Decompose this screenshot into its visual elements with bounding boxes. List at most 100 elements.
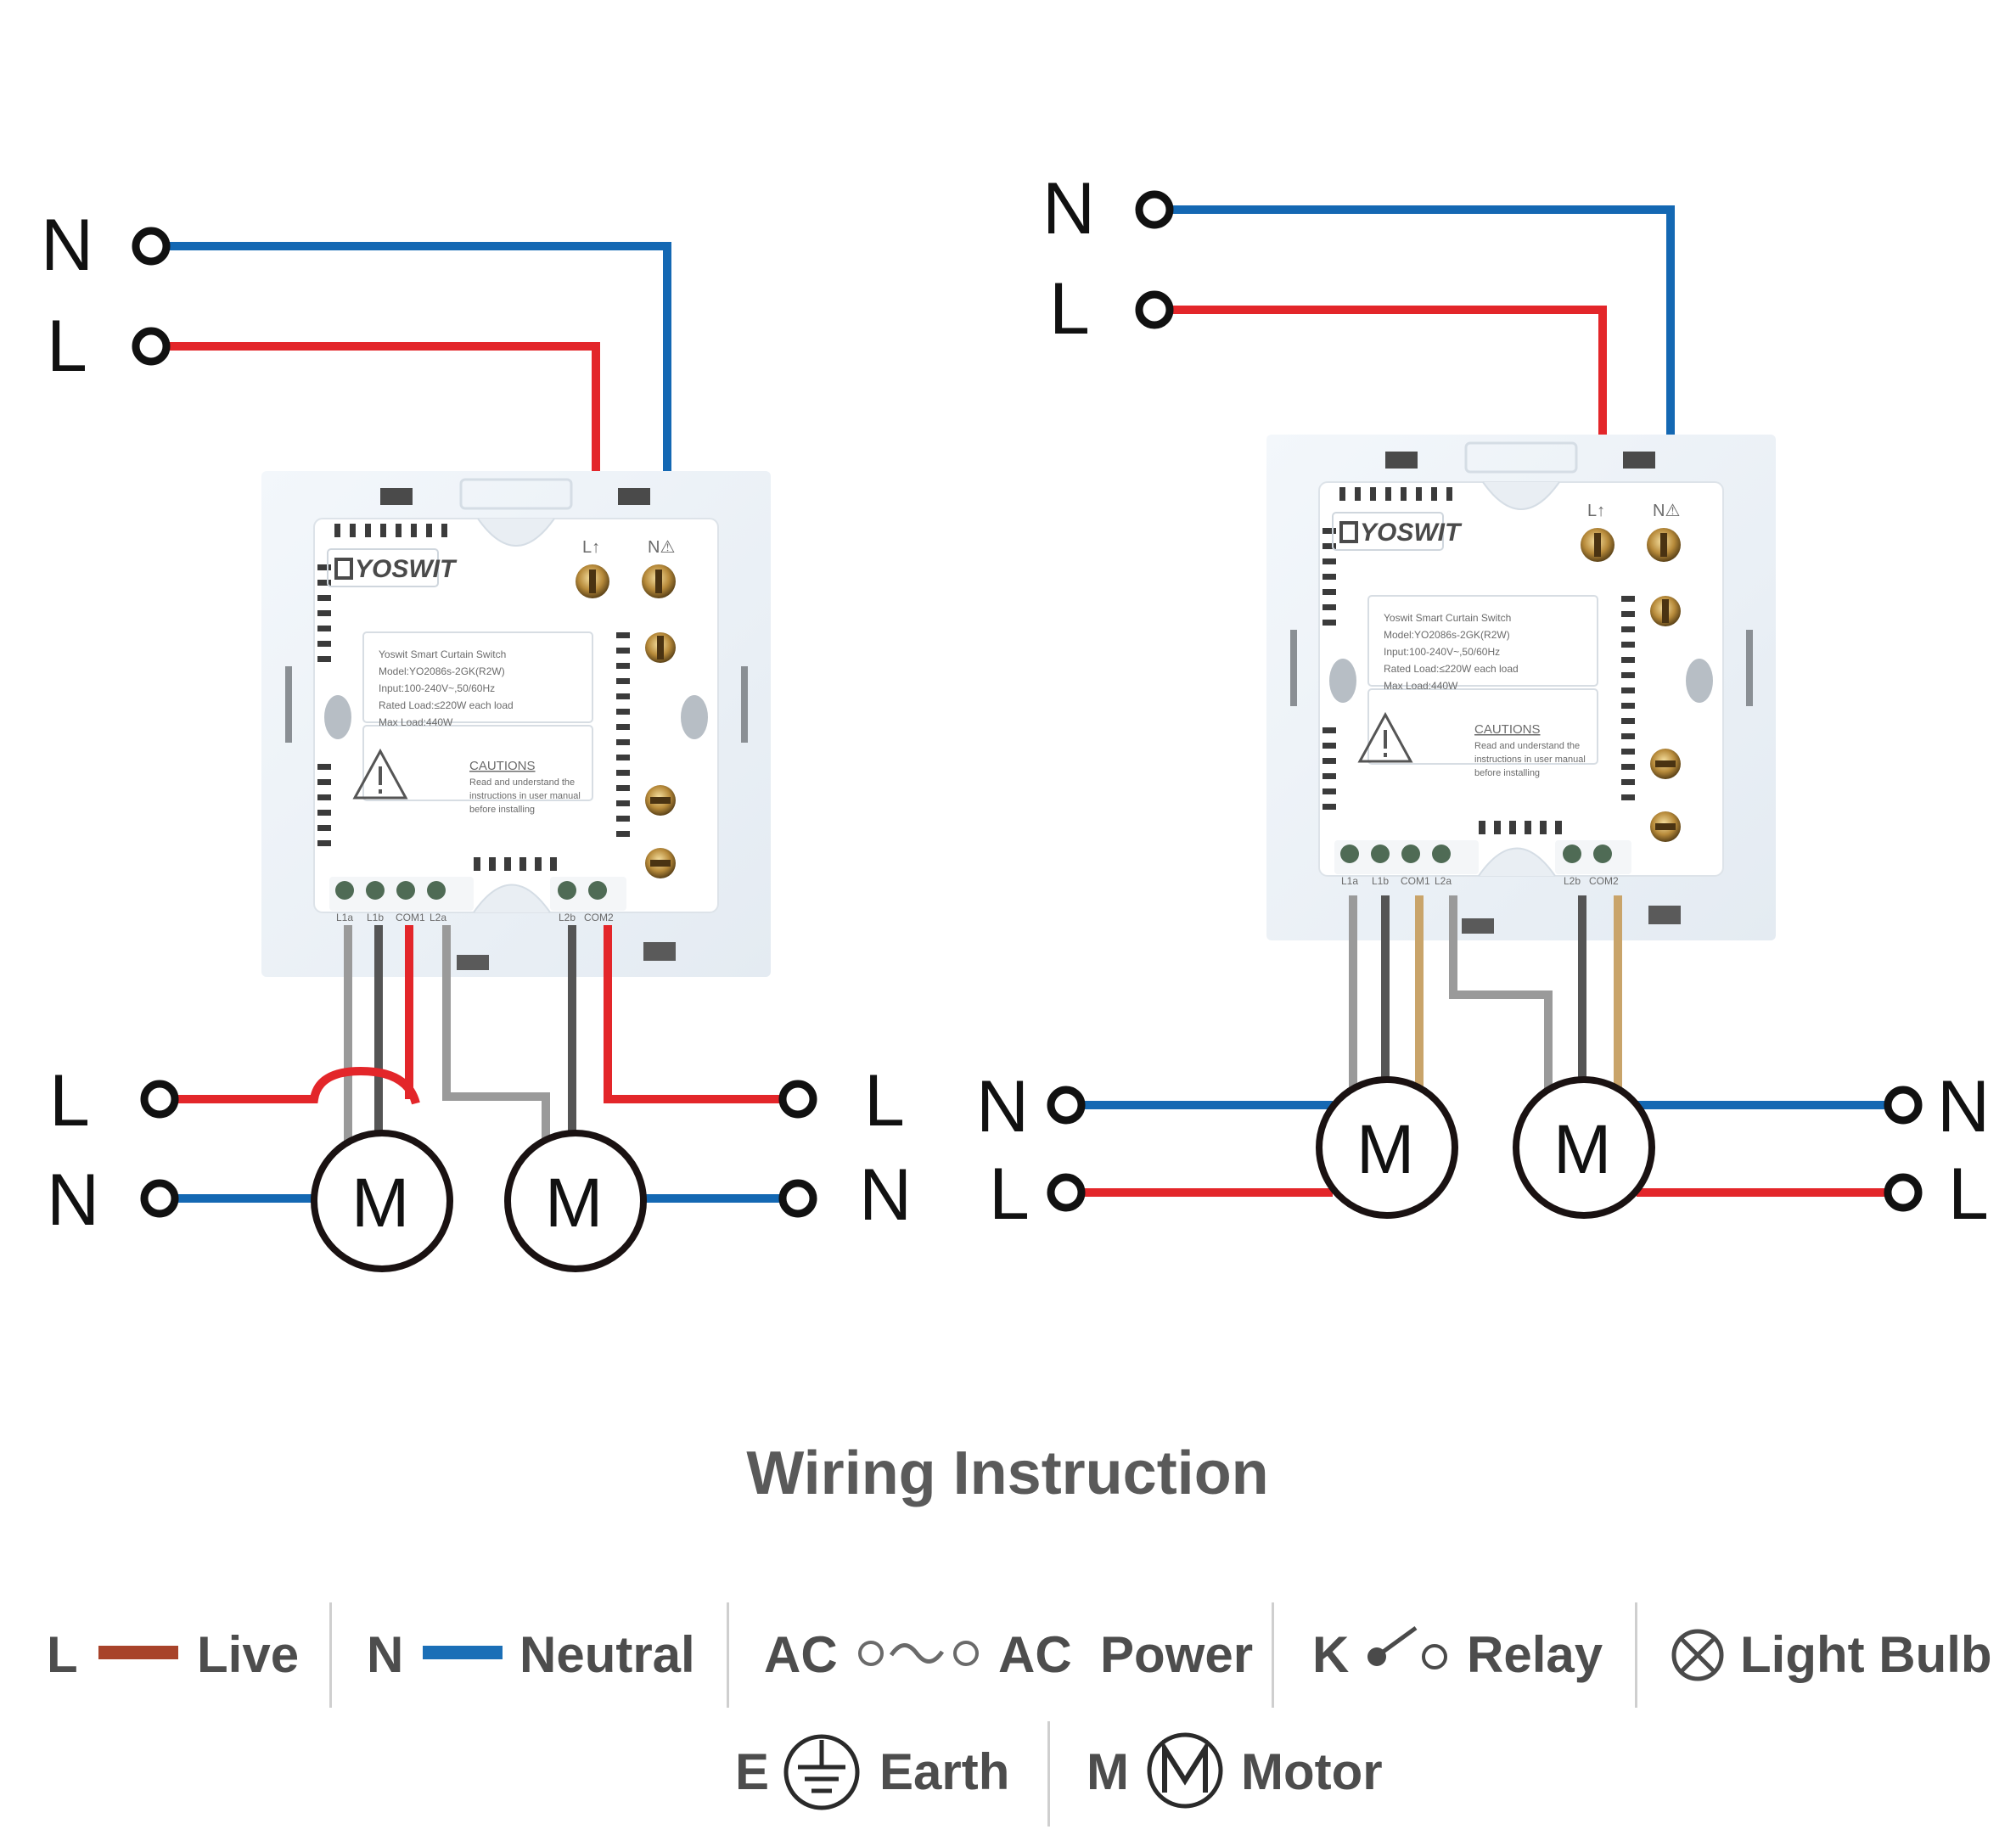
left-switch-terminal-label: L1b	[367, 912, 384, 923]
legend-divider	[329, 1602, 332, 1708]
left-switch-terminal-l: L↑	[582, 538, 600, 557]
right-load-neutral-left-terminal	[1047, 1086, 1086, 1125]
left-supply-neutral-label: N	[41, 205, 93, 286]
left-switch-caution-line: Read and understand the	[469, 777, 575, 788]
left-load-live-left-label: L	[49, 1060, 90, 1142]
left-com2-wire	[604, 925, 785, 1103]
legend-ac-text: AC Power	[998, 1626, 1253, 1683]
left-supply-neutral-terminal	[132, 227, 171, 266]
right-switch-terminal-label: COM1	[1401, 875, 1430, 887]
relay-icon	[1367, 1625, 1447, 1669]
left-diagram: N L YOSWIT L↑ N⚠ Yoswit Smart Curtain Sw…	[41, 205, 912, 1269]
live-wire-icon	[98, 1646, 178, 1659]
left-load-live-right-label: L	[864, 1060, 905, 1142]
legend: L Live N Neutral AC AC Power K Relay Lig	[47, 1602, 1992, 1827]
right-switch-terminal-label: COM2	[1589, 875, 1619, 887]
right-load-live-right-terminal	[1884, 1173, 1923, 1212]
legend-earth-symbol: E	[735, 1743, 769, 1800]
left-switch-terminal-label: COM1	[396, 912, 425, 923]
left-motor-1: M	[314, 1133, 450, 1269]
right-switch-info-line: Model:YO2086s-2GK(R2W)	[1384, 629, 1510, 641]
left-switch-terminal-label: COM2	[584, 912, 614, 923]
left-load-live-wire	[177, 1066, 420, 1105]
right-load-live-left-label: L	[989, 1153, 1030, 1235]
right-switch-terminal-l: L↑	[1587, 502, 1605, 520]
legend-motor-text: Motor	[1241, 1743, 1383, 1800]
right-diagram: N L YOSWIT L↑ N⚠ Yoswit Smart Curtain Sw…	[976, 168, 1990, 1235]
legend-relay-symbol: K	[1312, 1626, 1349, 1683]
neutral-wire-icon	[423, 1646, 503, 1659]
right-load-live-right-label: L	[1948, 1153, 1989, 1235]
legend-neutral-text: Neutral	[519, 1626, 695, 1683]
right-switch-info-line: Input:100-240V~,50/60Hz	[1384, 646, 1500, 658]
motor-icon	[1147, 1732, 1223, 1809]
legend-divider	[727, 1602, 729, 1708]
legend-light-bulb-text: Light Bulb	[1740, 1626, 1992, 1683]
left-switch-caution-line: before installing	[469, 805, 535, 815]
right-supply-live-terminal	[1135, 290, 1174, 329]
left-switch-info-line: Yoswit Smart Curtain Switch	[379, 648, 506, 660]
right-switch-info-line: Max Load:440W	[1384, 680, 1458, 692]
right-load-neutral-right-terminal	[1884, 1086, 1923, 1125]
left-switch-unit: YOSWIT L↑ N⚠ Yoswit Smart Curtain Switch…	[260, 469, 772, 979]
left-motor-2: M	[508, 1133, 643, 1269]
right-l2a-wire	[1449, 895, 1553, 1091]
left-switch-terminal-label: L2b	[559, 912, 576, 923]
light-bulb-icon	[1671, 1629, 1724, 1681]
left-load-live-left-terminal	[140, 1080, 179, 1119]
right-switch-caution-title: CAUTIONS	[1474, 722, 1541, 737]
right-motor-1-label: M	[1356, 1111, 1414, 1188]
right-load-neutral-left-label: N	[976, 1066, 1029, 1148]
right-switch-terminal-label: L2a	[1435, 875, 1452, 887]
left-load-neutral-left-terminal	[140, 1179, 179, 1218]
legend-neutral-symbol: N	[367, 1626, 403, 1683]
earth-icon	[783, 1734, 860, 1810]
legend-live-text: Live	[197, 1626, 299, 1683]
right-switch-caution-line: before installing	[1474, 768, 1540, 778]
right-switch-brand: YOSWIT	[1360, 519, 1463, 547]
left-load-neutral-left-label: N	[47, 1159, 99, 1241]
legend-divider	[1635, 1602, 1637, 1708]
right-motor-2-label: M	[1553, 1111, 1611, 1188]
left-motor-1-label: M	[351, 1164, 409, 1242]
legend-motor-symbol: M	[1087, 1743, 1129, 1800]
diagram-title: Wiring Instruction	[746, 1439, 1268, 1507]
left-load-live-right-terminal	[778, 1080, 817, 1119]
left-motor-2-label: M	[545, 1164, 603, 1242]
right-switch-terminal-label: L1a	[1341, 875, 1358, 887]
right-switch-unit: YOSWIT L↑ N⚠ Yoswit Smart Curtain Switch…	[1265, 433, 1777, 942]
right-supply-neutral-wire	[1170, 205, 1675, 509]
left-switch-info-line: Rated Load:≤220W each load	[379, 699, 514, 711]
left-switch-info-line: Input:100-240V~,50/60Hz	[379, 682, 495, 694]
right-switch-terminal-label: L2b	[1564, 875, 1581, 887]
right-load-neutral-right-label: N	[1937, 1066, 1990, 1148]
left-switch-terminal-label: L2a	[430, 912, 446, 923]
left-supply-live-terminal	[132, 327, 171, 366]
right-switch-terminal-label: L1b	[1372, 875, 1389, 887]
left-switch-caution-title: CAUTIONS	[469, 759, 536, 773]
left-switch-caution-line: instructions in user manual	[469, 791, 581, 801]
right-motor-2: M	[1516, 1080, 1652, 1215]
left-switch-terminal-label: L1a	[336, 912, 353, 923]
ac-power-icon	[858, 1641, 979, 1666]
right-switch-info-line: Yoswit Smart Curtain Switch	[1384, 612, 1511, 624]
left-l2a-wire	[442, 925, 550, 1142]
right-switch-caution-line: Read and understand the	[1474, 741, 1580, 751]
right-switch-caution-line: instructions in user manual	[1474, 755, 1586, 765]
left-load-neutral-right-label: N	[859, 1154, 912, 1236]
right-switch-terminal-n: N⚠	[1653, 502, 1680, 520]
left-switch-info-line: Max Load:440W	[379, 716, 453, 728]
legend-earth-text: Earth	[879, 1743, 1009, 1800]
left-supply-live-label: L	[47, 306, 87, 387]
legend-ac-symbol: AC	[764, 1626, 838, 1683]
right-motor-1: M	[1319, 1080, 1455, 1215]
left-load-neutral-right-terminal	[778, 1179, 817, 1218]
legend-divider	[1272, 1602, 1274, 1708]
legend-live-symbol: L	[47, 1626, 78, 1683]
right-load-live-left-terminal	[1047, 1173, 1086, 1212]
legend-relay-text: Relay	[1467, 1626, 1603, 1683]
left-switch-info-line: Model:YO2086s-2GK(R2W)	[379, 665, 505, 677]
left-supply-neutral-wire	[166, 242, 671, 543]
left-switch-brand: YOSWIT	[355, 555, 458, 583]
